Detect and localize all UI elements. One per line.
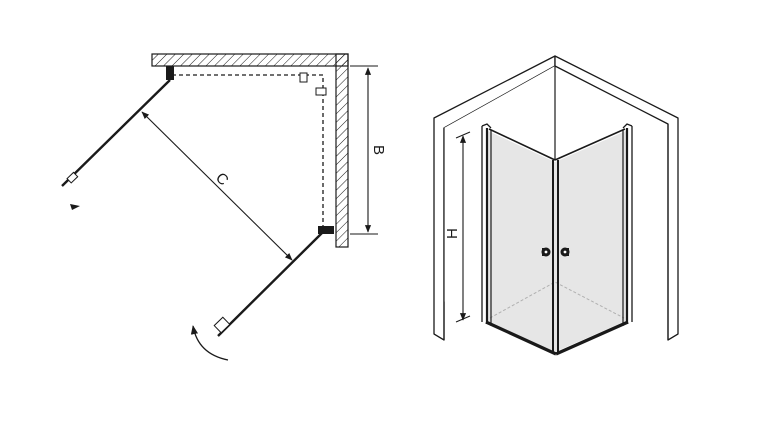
dimension-b-label: B — [370, 145, 387, 155]
handle-icon — [213, 316, 231, 334]
right-wall — [335, 53, 349, 248]
swing-arrow-left — [70, 204, 80, 210]
isometric-view: H — [433, 55, 679, 356]
swing-arrow-right — [190, 325, 229, 361]
glass-panel-right — [555, 130, 628, 352]
door-panel-right — [217, 231, 324, 337]
top-wall — [151, 53, 349, 67]
tray-outline — [172, 74, 324, 231]
handle-icon — [66, 171, 79, 184]
dimension-c-label: C — [212, 169, 232, 189]
plan-view: C B — [61, 53, 387, 361]
wall-profile-top — [166, 66, 174, 80]
wall-profile-right — [318, 226, 334, 234]
glass-panel-left — [486, 130, 555, 352]
tray-back-edges — [489, 281, 625, 319]
door-panel-left — [61, 79, 171, 187]
hinge-icon — [299, 72, 308, 83]
dimension-c-line — [141, 111, 293, 261]
door-handles-icon — [541, 247, 570, 257]
hinge-icon — [315, 87, 327, 96]
dimension-h-label: H — [444, 228, 461, 239]
